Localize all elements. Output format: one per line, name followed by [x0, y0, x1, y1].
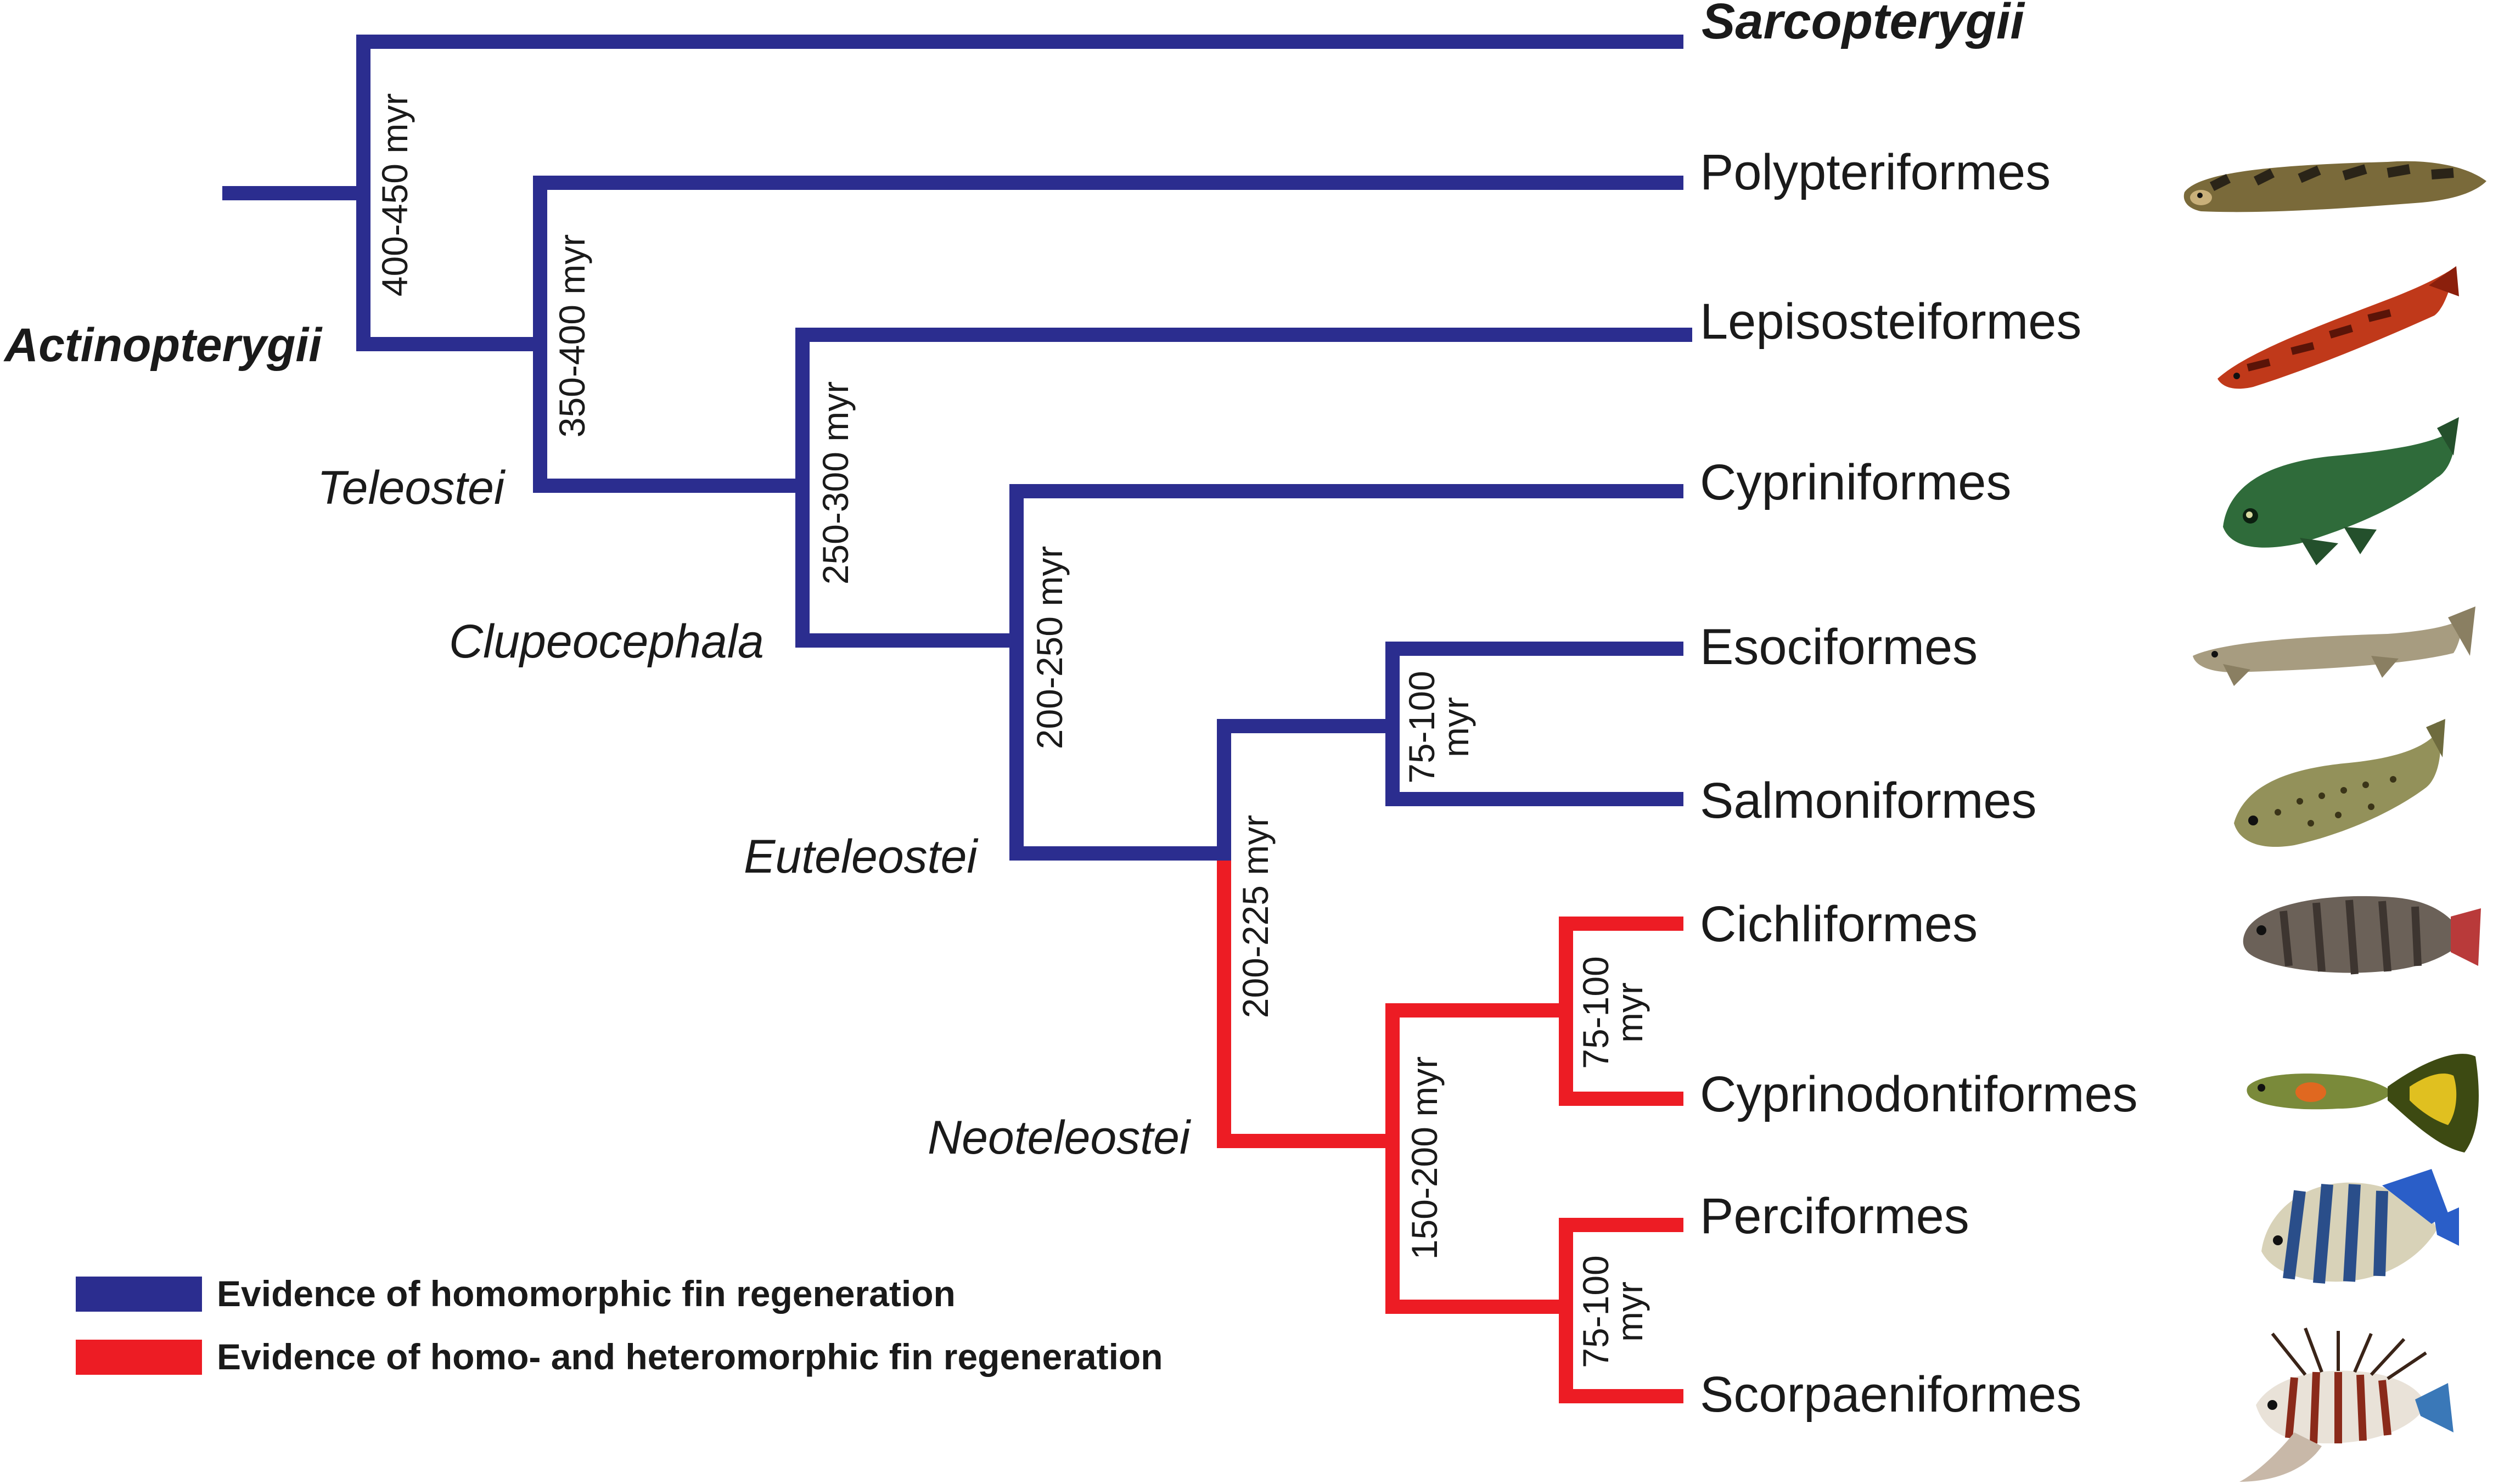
- age-label-clupeocephala: 250-300 myr: [815, 381, 856, 585]
- node-label-actinopterygii: Actinopterygii: [3, 319, 323, 372]
- lionfish-icon: [2239, 1327, 2454, 1482]
- taxon-label-sarcopterygii: Sarcopterygii: [1702, 0, 2025, 49]
- taxon-label-cypriniformes: Cypriniformes: [1700, 454, 2011, 510]
- age-label-esox-salmo-unit: myr: [1435, 697, 1476, 757]
- bichir-icon: [2183, 161, 2486, 212]
- taxon-label-cyprinodontiformes: Cyprinodontiformes: [1700, 1066, 2138, 1122]
- age-label-cichlid-cyprino-unit: myr: [1609, 982, 1650, 1043]
- age-label-percomorph: 150-200 myr: [1404, 1056, 1445, 1260]
- node-label-neoteleostei: Neoteleostei: [928, 1111, 1192, 1164]
- legend: Evidence of homomorphic fin regeneration…: [76, 1273, 1163, 1377]
- taxon-label-polypteriformes: Polypteriformes: [1700, 144, 2051, 200]
- age-label-root: 400-450 myr: [374, 93, 415, 297]
- trout-icon: [2234, 719, 2445, 847]
- age-label-cichlid-cyprino-value: 75-100: [1575, 956, 1616, 1069]
- guppy-icon: [2247, 1054, 2479, 1153]
- taxon-label-cichliformes: Cichliformes: [1700, 896, 1978, 952]
- taxon-label-salmoniformes: Salmoniformes: [1700, 773, 2037, 829]
- heteromorphic-branches: [1217, 861, 1683, 1403]
- legend-swatch-heteromorphic: [76, 1340, 202, 1375]
- age-label-neoteleostei: 200-225 myr: [1235, 815, 1276, 1019]
- node-label-teleostei: Teleostei: [317, 462, 506, 514]
- taxon-label-perciformes: Perciformes: [1700, 1188, 1969, 1244]
- taxon-label-esociformes: Esociformes: [1700, 619, 1978, 675]
- carp-icon: [2223, 417, 2459, 565]
- tang-icon: [2261, 1169, 2459, 1284]
- pike-icon: [2193, 606, 2475, 686]
- age-label-esox-salmo-value: 75-100: [1401, 671, 1442, 784]
- taxon-label-scorpaeniformes: Scorpaeniformes: [1700, 1367, 2081, 1423]
- taxon-label-lepisosteiformes: Lepisosteiformes: [1700, 294, 2081, 350]
- age-label-euteleostei: 200-250 myr: [1029, 546, 1070, 750]
- node-label-clupeocephala: Clupeocephala: [449, 615, 764, 668]
- legend-label-homomorphic: Evidence of homomorphic fin regeneration: [217, 1273, 956, 1314]
- legend-swatch-homomorphic: [76, 1277, 202, 1312]
- node-label-euteleostei: Euteleostei: [744, 830, 979, 883]
- tilapia-icon: [2243, 896, 2481, 975]
- legend-label-heteromorphic: Evidence of homo- and heteromorphic fin …: [217, 1336, 1163, 1377]
- homomorphic-branches: [222, 35, 1692, 861]
- age-label-perc-scorp-value: 75-100: [1575, 1255, 1616, 1368]
- age-label-perc-scorp-unit: myr: [1609, 1281, 1650, 1342]
- gar-icon: [2217, 266, 2459, 389]
- age-label-teleostei: 350-400 myr: [552, 234, 592, 438]
